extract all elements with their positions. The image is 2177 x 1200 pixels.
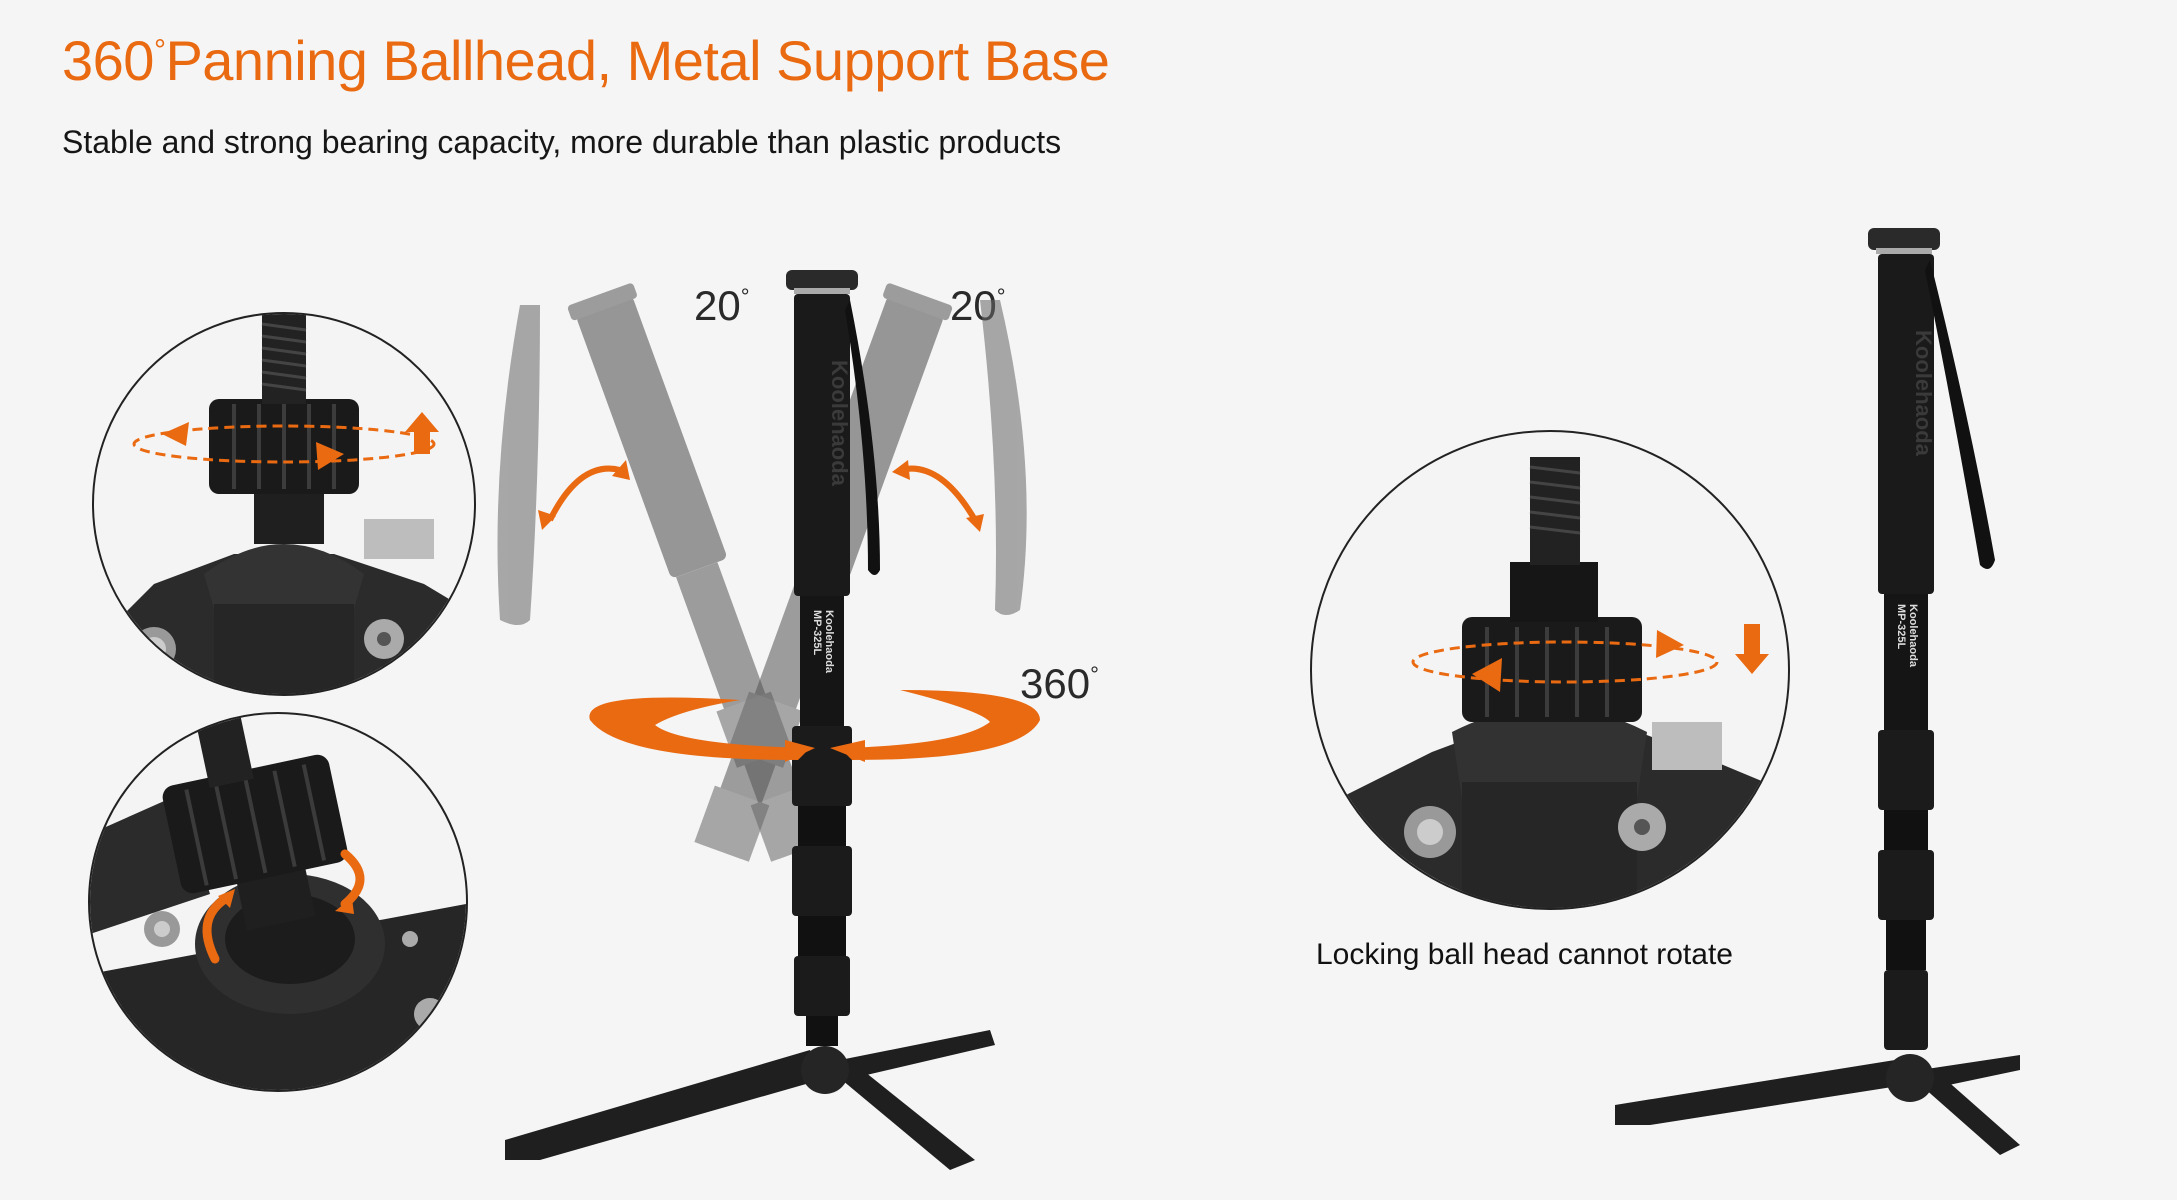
- grip-brand-text: Koolehaoda: [827, 360, 852, 487]
- tilt-left-label: 20°: [694, 282, 750, 330]
- degree-symbol: °: [996, 284, 1006, 309]
- title-text: Panning Ballhead, Metal Support Base: [165, 29, 1110, 92]
- title-degree: °: [153, 34, 166, 67]
- inset-ballhead-loosen: [92, 312, 476, 696]
- monopod-tilt-illustration: Koolehaoda Koolehaoda MP-325L: [497, 270, 1040, 1170]
- tilt-left-value: 20: [694, 282, 741, 329]
- page-subtitle: Stable and strong bearing capacity, more…: [62, 124, 1062, 160]
- lock-caption: Locking ball head cannot rotate: [1316, 938, 1733, 971]
- rotation-value: 360: [1020, 660, 1091, 707]
- rotation-label: 360°: [1020, 660, 1099, 708]
- monopod-locked-illustration: Koolehaoda Koolehaoda MP-325L: [1615, 228, 2020, 1155]
- ballhead-loosen-illustration: [94, 314, 474, 694]
- ballhead-tilt-illustration: [90, 714, 466, 1090]
- main-monopod: Koolehaoda Koolehaoda MP-325L: [786, 270, 880, 1046]
- title-number: 360: [62, 29, 154, 92]
- ghost-monopod-left: [497, 283, 826, 862]
- page-title: 360°Panning Ballhead, Metal Support Base: [62, 28, 1110, 93]
- svg-text:MP-325L: MP-325L: [1895, 604, 1907, 650]
- inset-ballhead-lock: [1310, 430, 1790, 910]
- degree-symbol: °: [1090, 662, 1099, 687]
- support-base: [1615, 1054, 2020, 1155]
- grip-brand-text: Koolehaoda: [1911, 330, 1936, 457]
- ballhead-lock-illustration: [1332, 457, 1788, 908]
- inset-ballhead-tilt: [88, 712, 468, 1092]
- degree-symbol: °: [740, 284, 750, 309]
- svg-text:Koolehaoda: Koolehaoda: [1907, 604, 1919, 668]
- svg-text:MP-325L: MP-325L: [811, 610, 823, 656]
- support-base: [505, 1030, 995, 1170]
- svg-text:Koolehaoda: Koolehaoda: [823, 610, 835, 674]
